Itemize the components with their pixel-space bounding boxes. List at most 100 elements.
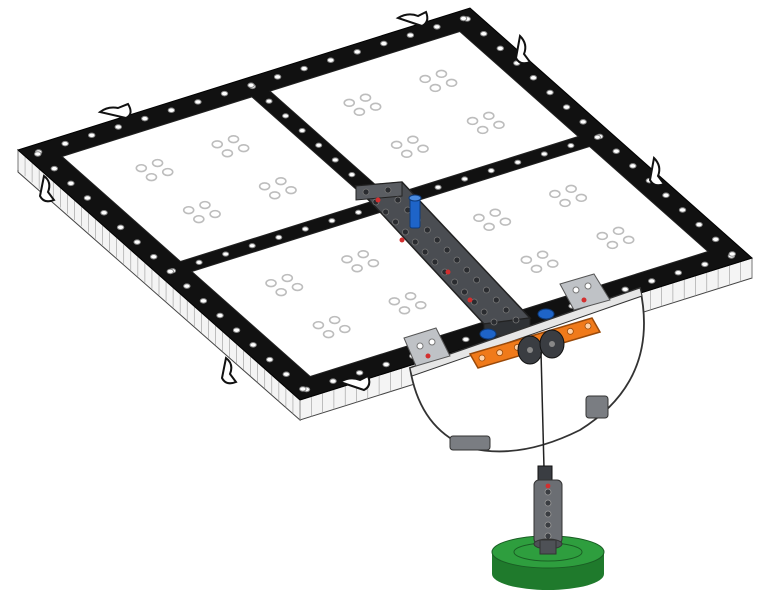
- border-hole: [529, 75, 538, 81]
- border-hole: [355, 370, 364, 376]
- link-hole: [478, 354, 486, 362]
- beam-hole: [461, 288, 468, 296]
- border-hole: [674, 269, 682, 276]
- link-hole: [566, 327, 574, 335]
- panel-peg-hole: [493, 120, 505, 130]
- panel-peg-hole: [258, 182, 271, 191]
- border-hole: [562, 104, 571, 110]
- beam-hole: [502, 306, 510, 314]
- panel-peg-hole: [341, 255, 353, 264]
- border-hole: [315, 142, 323, 148]
- pulley-pair: [517, 329, 565, 365]
- border-hole: [612, 148, 620, 154]
- panel-peg-hole: [400, 149, 413, 159]
- beam-holes: [362, 186, 520, 326]
- panel-peg-hole: [135, 163, 148, 173]
- beam-hole: [463, 266, 471, 274]
- beam-hole: [451, 278, 459, 286]
- panel-peg-hole: [291, 282, 304, 292]
- border-hole: [701, 261, 709, 268]
- border-hole: [695, 221, 703, 228]
- panel-peg-hole: [407, 135, 419, 144]
- panel-peg-hole: [476, 125, 489, 135]
- panel-peg-hole: [404, 291, 417, 301]
- panel-peg-hole: [429, 83, 442, 93]
- post-hole: [544, 488, 552, 496]
- beam-hole: [483, 286, 490, 294]
- panel-peg-hole: [351, 264, 363, 273]
- panel-peg-hole: [357, 249, 370, 259]
- panel-peg-hole: [367, 258, 380, 268]
- border-hole: [331, 157, 339, 163]
- border-hole: [480, 30, 488, 37]
- panel-peg-hole: [209, 209, 221, 219]
- left-bracket: [403, 327, 451, 367]
- panel-peg-hole: [312, 320, 325, 330]
- border-hole: [232, 327, 241, 333]
- panel-peg-hole: [530, 264, 543, 274]
- panel-peg-hole: [606, 240, 619, 250]
- border-hole: [116, 224, 125, 231]
- border-hole: [406, 32, 415, 38]
- panel-peg-hole: [339, 324, 351, 334]
- panel-peg-hole: [275, 176, 287, 186]
- panel-peg-hole: [265, 278, 277, 288]
- beam-hole: [433, 236, 441, 244]
- red-pin-dot: [375, 197, 381, 203]
- border-hole: [621, 286, 629, 293]
- border-hole: [222, 251, 230, 257]
- beam-hole: [392, 218, 399, 226]
- border-hole: [249, 342, 257, 348]
- border-hole: [61, 140, 69, 147]
- beam-hole: [384, 186, 392, 194]
- border-hole: [100, 209, 108, 216]
- border-hole: [216, 312, 224, 319]
- beam-hole: [382, 208, 390, 216]
- link-hole: [584, 322, 592, 330]
- beam-hole: [394, 196, 402, 204]
- border-hole: [50, 165, 59, 172]
- panel-peg-hole: [359, 93, 372, 102]
- panel-peg-hole: [612, 226, 625, 236]
- panel-peg-hole: [483, 222, 495, 232]
- beam-hole: [492, 296, 500, 304]
- beam-hole: [473, 276, 481, 284]
- border-hole: [266, 356, 274, 363]
- beam-hole: [401, 228, 409, 236]
- border-hole: [380, 40, 388, 47]
- red-pin-dot: [399, 237, 405, 243]
- panel-peg-hole: [565, 184, 577, 194]
- weight-post: [533, 465, 563, 555]
- border-hole: [248, 243, 256, 249]
- border-hole: [461, 176, 469, 182]
- border-hole: [141, 115, 149, 122]
- panel-peg-hole: [369, 102, 382, 111]
- panel-peg-hole: [546, 259, 559, 268]
- border-hole: [348, 172, 356, 178]
- border-hole: [514, 159, 522, 165]
- border-hole: [648, 278, 656, 284]
- post-hole: [544, 521, 552, 529]
- panel-peg-hole: [549, 189, 561, 199]
- link-hole: [496, 349, 504, 357]
- post-hole: [544, 510, 552, 518]
- panel-peg-hole: [445, 78, 458, 88]
- panel-peg-hole: [388, 297, 401, 306]
- border-hole: [275, 234, 283, 240]
- border-hole: [114, 124, 122, 130]
- panel-peg-hole: [622, 235, 635, 245]
- border-hole: [711, 236, 720, 243]
- border-hole: [167, 107, 176, 114]
- right-bracket: [559, 273, 611, 311]
- border-hole: [353, 49, 361, 55]
- beam-hole: [512, 316, 520, 324]
- panel-peg-hole: [596, 231, 609, 241]
- panel-peg-hole: [466, 116, 479, 126]
- border-hole: [593, 134, 601, 140]
- border-hole: [433, 24, 441, 30]
- border-hole: [459, 15, 468, 22]
- border-hole: [183, 283, 191, 289]
- panel-peg-hole: [227, 134, 240, 144]
- panel-peg-hole: [536, 250, 549, 259]
- beam-hole: [411, 238, 419, 246]
